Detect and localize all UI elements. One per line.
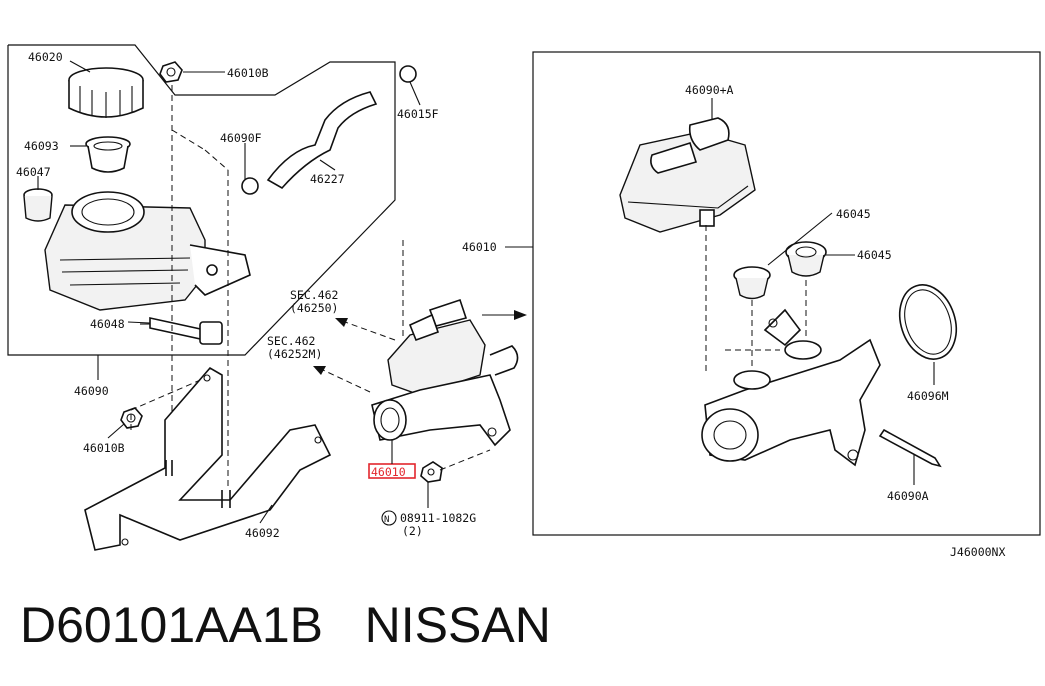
label-46227: 46227 bbox=[310, 172, 345, 186]
mounting-bracket bbox=[84, 366, 332, 551]
reservoir-hose bbox=[127, 317, 223, 345]
nut bbox=[420, 449, 491, 483]
strainer bbox=[85, 136, 131, 173]
label-46092: 46092 bbox=[245, 526, 280, 540]
arrow-sec462-b bbox=[313, 366, 371, 393]
label-46090: 46090 bbox=[74, 384, 109, 398]
label-46090-plus-a: 46090+A bbox=[685, 83, 734, 97]
label-46093: 46093 bbox=[24, 139, 59, 153]
arrow-sec462-a bbox=[335, 318, 396, 341]
label-46010-main: 46010 bbox=[462, 240, 497, 254]
label-46020: 46020 bbox=[28, 50, 63, 64]
guide-lines-right bbox=[705, 225, 807, 375]
label-46010b-top: 46010B bbox=[227, 66, 269, 80]
diagram-code: J46000NX bbox=[950, 545, 1005, 559]
label-08911-prefix: N bbox=[384, 515, 389, 525]
guide-lines-left bbox=[130, 85, 404, 490]
label-46090a: 46090A bbox=[887, 489, 929, 503]
o-ring bbox=[898, 284, 958, 360]
n-circle-icon bbox=[381, 510, 397, 526]
supply-hose bbox=[241, 65, 417, 195]
label-46047: 46047 bbox=[16, 165, 51, 179]
detail-box bbox=[532, 51, 1041, 536]
label-sec462-a-sub: (46250) bbox=[290, 301, 338, 315]
label-46045-a: 46045 bbox=[836, 207, 871, 221]
label-sec462-b: SEC.462 bbox=[267, 334, 315, 348]
grommet bbox=[23, 188, 53, 222]
arrow-to-detail bbox=[482, 310, 527, 320]
label-sec462-a: SEC.462 bbox=[290, 288, 338, 302]
grommet-left bbox=[733, 266, 771, 300]
pin bbox=[878, 428, 942, 468]
label-46096m: 46096M bbox=[907, 389, 949, 403]
label-46015f: 46015F bbox=[397, 107, 439, 121]
label-46048: 46048 bbox=[90, 317, 125, 331]
reservoir-cap bbox=[68, 67, 144, 118]
label-sec462-b-sub: (46252M) bbox=[267, 347, 322, 361]
label-46010b-bottom: 46010B bbox=[83, 441, 125, 455]
label-46045-b: 46045 bbox=[857, 248, 892, 262]
label-46010-highlighted: 46010 bbox=[371, 465, 406, 479]
label-08911: 08911-1082G bbox=[400, 511, 476, 525]
cylinder-body bbox=[701, 308, 881, 467]
label-08911-qty: (2) bbox=[402, 524, 423, 538]
reservoir-group-outline bbox=[7, 44, 396, 356]
label-46090f: 46090F bbox=[220, 131, 262, 145]
master-cylinder-assembly bbox=[371, 298, 519, 447]
reservoir-cover bbox=[619, 117, 756, 233]
part-number-caption: D60101AA1B NISSAN bbox=[20, 597, 551, 653]
reservoir-tank bbox=[44, 191, 251, 311]
grommet-right bbox=[785, 241, 827, 277]
leader-lines bbox=[37, 60, 935, 524]
bolt-top bbox=[159, 61, 183, 83]
